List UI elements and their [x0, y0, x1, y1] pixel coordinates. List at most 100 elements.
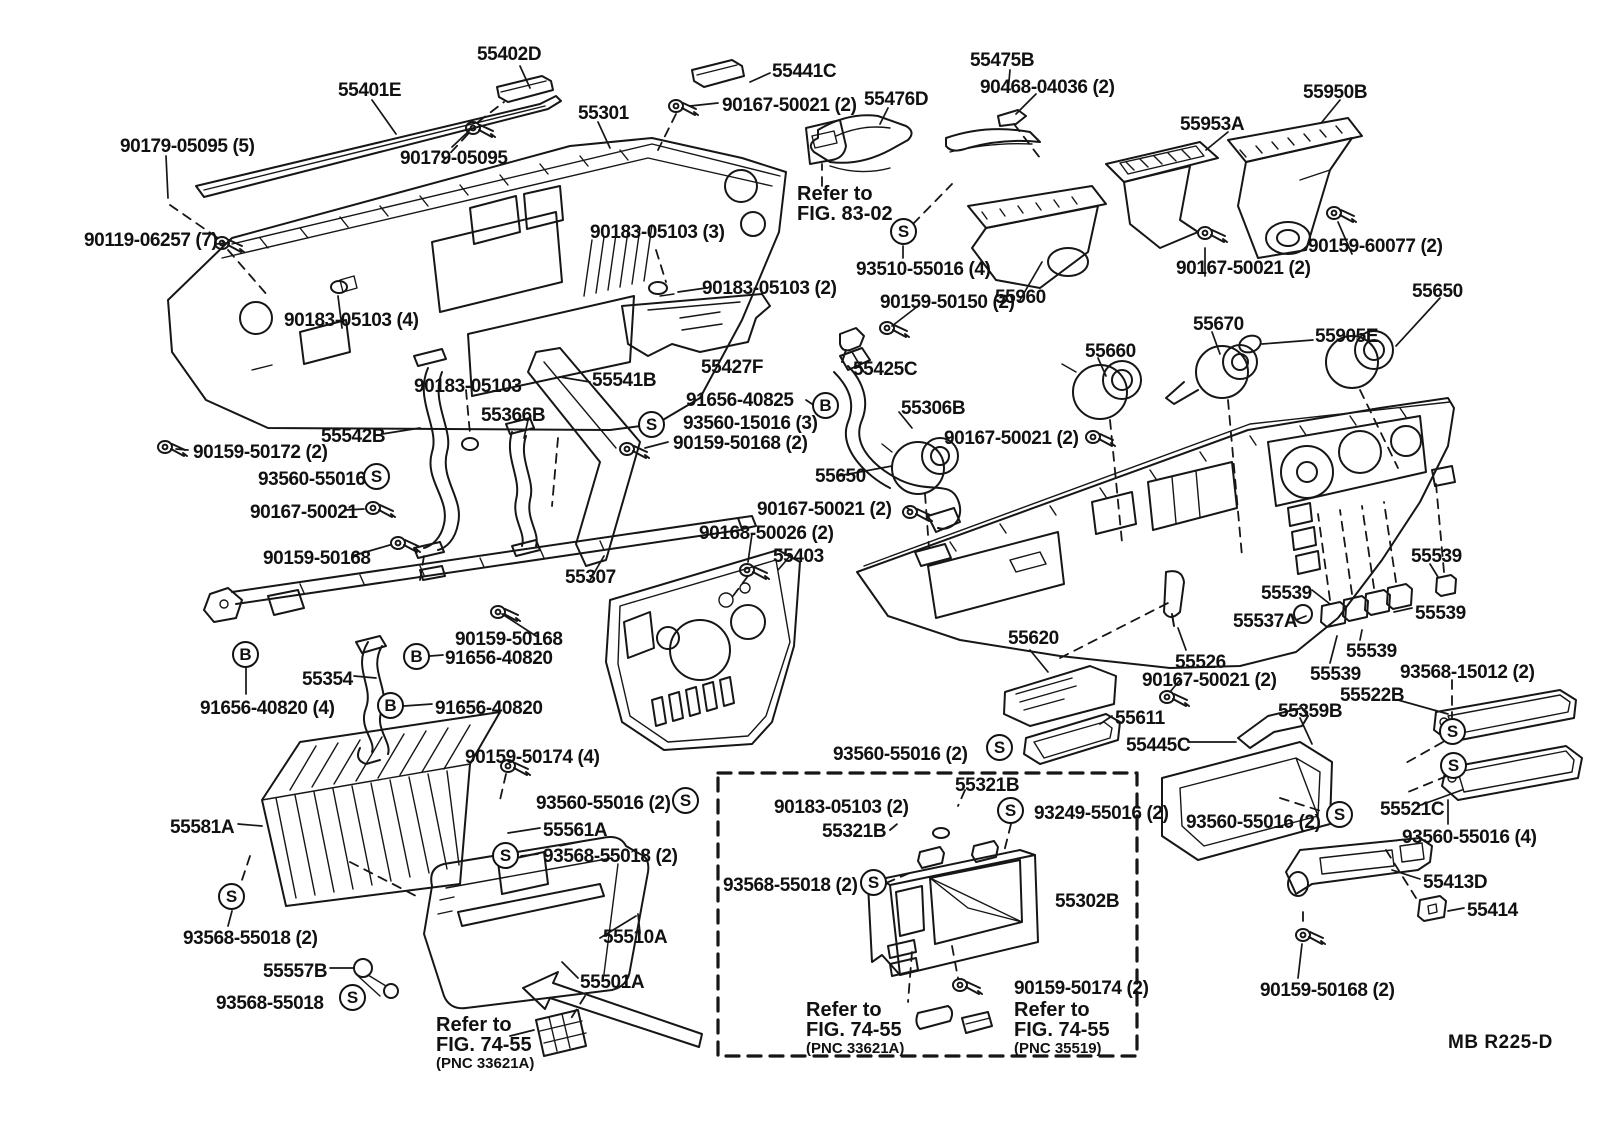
part-number-label: 90183-05103 (2)	[702, 278, 837, 299]
instrument-panel-55301-art	[167, 137, 787, 431]
part-number-label: 90468-04036 (2)	[980, 77, 1115, 98]
part-number-label: 55427F	[701, 357, 764, 378]
part-number-label: 91656-40825	[686, 390, 794, 411]
part-number-label: 90179-05095 (5)	[120, 136, 255, 157]
part-number-label: 90159-50168	[455, 629, 563, 650]
part-number-label: 55403	[773, 546, 824, 567]
reference-note: Refer to	[806, 999, 882, 1021]
part-number-label: 90167-50021	[250, 502, 358, 523]
braces-art	[203, 293, 961, 765]
part-number-label: 93568-15012 (2)	[1400, 662, 1535, 683]
part-number-label: 90159-50168	[263, 548, 371, 569]
callout-s-circle: S	[860, 869, 887, 896]
part-number-label: 55354	[302, 669, 353, 690]
moulding-55401e-art	[195, 75, 562, 198]
dashed-lines	[169, 101, 1453, 1021]
reference-note: (PNC 33621A)	[806, 1040, 905, 1057]
callout-b-circle: B	[403, 643, 430, 670]
callout-s-circle: S	[890, 218, 917, 245]
part-number-label: 90167-50021 (2)	[722, 95, 857, 116]
part-number-label: 91656-40820 (4)	[200, 698, 335, 719]
reference-note: Refer to	[436, 1014, 512, 1036]
part-number-label: 55301	[578, 103, 629, 124]
part-number-label: 55366B	[481, 405, 546, 426]
callout-s-circle: S	[339, 984, 366, 1011]
part-number-label: 90159-50174 (2)	[1014, 978, 1149, 999]
part-number-label: 55306B	[901, 398, 966, 419]
part-number-label: 55425C	[853, 359, 918, 380]
part-number-label: 93510-55016 (4)	[856, 259, 991, 280]
callout-s-circle: S	[218, 883, 245, 910]
reference-note: FIG. 83-02	[797, 203, 893, 225]
part-number-label: 90159-50168 (2)	[1260, 980, 1395, 1001]
fastener-icons	[157, 99, 1357, 995]
part-number-label: 91656-40820	[445, 648, 553, 669]
part-number-label: 55960	[995, 287, 1046, 308]
part-number-label: 55522B	[1340, 685, 1405, 706]
part-number-label: 55537A	[1233, 611, 1298, 632]
part-number-label: 55476D	[864, 89, 929, 110]
reference-note: FIG. 74-55	[806, 1019, 902, 1041]
reference-note: FIG. 74-55	[1014, 1019, 1110, 1041]
part-number-label: 55611	[1115, 708, 1165, 729]
callout-s-circle: S	[1440, 752, 1467, 779]
part-number-label: 55539	[1411, 546, 1462, 567]
part-number-label: 55581A	[170, 817, 235, 838]
part-number-label: 55620	[1008, 628, 1059, 649]
part-number-label: 90167-50021 (2)	[1142, 670, 1277, 691]
callout-b-circle: B	[232, 641, 259, 668]
part-number-label: 55321B	[955, 775, 1020, 796]
part-number-label: 55402D	[477, 44, 542, 65]
part-number-label: 55359B	[1278, 701, 1343, 722]
part-number-label: 91656-40820	[435, 698, 543, 719]
part-number-label: 55539	[1310, 664, 1361, 685]
part-number-label: 90159-50168 (2)	[673, 433, 808, 454]
part-number-label: 90159-50150 (2)	[880, 292, 1015, 313]
part-number-label: 90168-50026 (2)	[699, 523, 834, 544]
part-number-label: 90119-06257 (7)	[84, 230, 218, 251]
part-number-label: 93568-55018	[216, 993, 324, 1014]
leader-lines	[165, 65, 1465, 1037]
part-number-label: 55541B	[592, 370, 657, 391]
callout-s-circle: S	[672, 787, 699, 814]
part-number-label: 93560-55016 (2)	[833, 744, 968, 765]
part-number-label: 55307	[565, 567, 616, 588]
callout-s-circle: S	[986, 734, 1013, 761]
part-number-label: 55660	[1085, 341, 1136, 362]
reference-note: Refer to	[1014, 999, 1090, 1021]
part-number-label: 55401E	[338, 80, 402, 101]
switches-art	[881, 330, 1394, 495]
lower-right-parts-art	[1285, 837, 1447, 922]
part-number-label: 90159-50174 (4)	[465, 747, 600, 768]
part-number-label: 93560-55016 (2)	[1186, 812, 1321, 833]
callout-s-circle: S	[492, 842, 519, 869]
reference-note: (PNC 33621A)	[436, 1055, 535, 1072]
part-number-label: 93560-55016 (2)	[536, 793, 671, 814]
part-number-label: 55953A	[1180, 114, 1245, 135]
callout-s-circle: S	[363, 463, 390, 490]
part-number-label: 93568-55018 (2)	[183, 928, 318, 949]
part-number-label: 55650	[1412, 281, 1463, 302]
part-number-label: 55475B	[970, 50, 1035, 71]
part-number-label: 90183-05103 (4)	[284, 310, 419, 331]
part-number-label: 90167-50021 (2)	[757, 499, 892, 520]
part-number-label: 55510A	[603, 927, 668, 948]
callout-b-circle: B	[812, 392, 839, 419]
part-number-label: 55905E	[1315, 326, 1379, 347]
part-number-label: 93568-55018 (2)	[543, 846, 678, 867]
part-number-label: 90179-05095	[400, 148, 508, 169]
callout-s-circle: S	[997, 797, 1024, 824]
part-number-label: 55950B	[1303, 82, 1368, 103]
part-number-label: 90183-05103 (3)	[590, 222, 725, 243]
callout-s-circle: S	[1326, 801, 1353, 828]
part-number-label: 55670	[1193, 314, 1244, 335]
part-number-label: 55526	[1175, 652, 1226, 673]
part-number-label: 93249-55016 (2)	[1034, 803, 1169, 824]
part-number-label: 93560-55016	[258, 469, 366, 490]
callout-s-circle: S	[1439, 718, 1466, 745]
part-number-label: 90183-05103	[414, 376, 522, 397]
part-number-label: 55501A	[580, 972, 645, 993]
